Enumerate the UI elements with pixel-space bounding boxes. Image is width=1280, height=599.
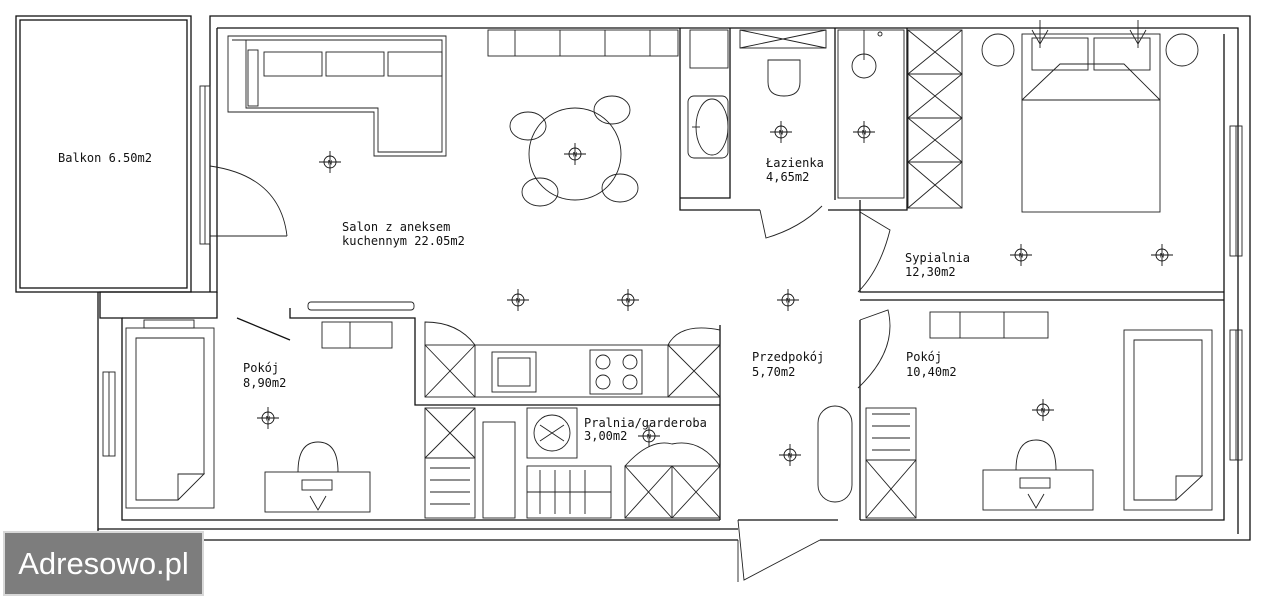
label-sypialnia-area: 12,30m2: [905, 265, 956, 279]
label-pokoj2-name: Pokój: [906, 350, 942, 364]
top-cabinets: [487, 29, 679, 57]
left-room-furniture: [125, 301, 415, 513]
watermark-logo: Adresowo.pl: [3, 531, 204, 596]
label-salon-line2: kuchennym 22.05m2: [342, 234, 465, 248]
label-pralnia-name: Pralnia/garderoba: [584, 416, 707, 430]
label-przedpokoj-name: Przedpokój: [752, 350, 824, 364]
sofa: [227, 35, 447, 157]
label-lazienka-area: 4,65m2: [766, 170, 809, 184]
right-room-furniture: [929, 311, 1213, 511]
doors: [737, 205, 891, 582]
label-balkon: Balkon 6.50m2: [58, 151, 152, 165]
interior-walls: [122, 28, 1224, 520]
right-windows: [1229, 125, 1243, 461]
dining-table: [509, 95, 639, 207]
left-room-window: [102, 371, 116, 457]
label-pralnia-area: 3,00m2: [584, 429, 627, 443]
ceiling-lamps: [256, 120, 1174, 467]
outer-walls: [97, 15, 1251, 541]
label-lazienka-name: Łazienka: [765, 156, 824, 170]
label-pokoj1-name: Pokój: [243, 361, 279, 375]
balcony: [15, 15, 192, 293]
bedroom-wardrobe: [907, 29, 963, 209]
label-pokoj2-area: 10,40m2: [906, 365, 957, 379]
label-sypialnia-name: Sypialnia: [905, 251, 970, 265]
double-bed: [981, 20, 1199, 213]
hallway-furniture: [817, 405, 917, 519]
balcony-door-windows: [199, 85, 288, 245]
kitchen: [424, 321, 721, 398]
laundry-room: [424, 407, 721, 519]
label-salon-line1: Salon z aneksem: [342, 220, 450, 234]
bathroom-fixtures: [687, 29, 905, 199]
label-pokoj1-area: 8,90m2: [243, 376, 286, 390]
label-przedpokoj-area: 5,70m2: [752, 365, 795, 379]
